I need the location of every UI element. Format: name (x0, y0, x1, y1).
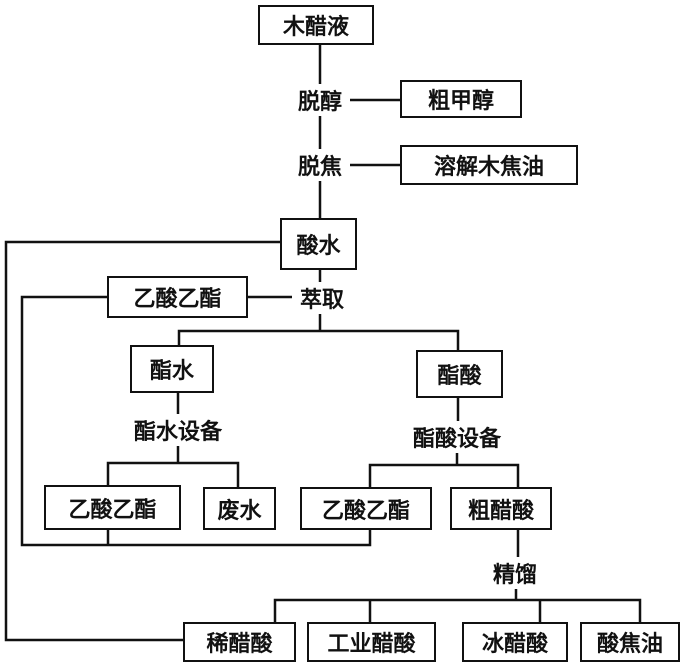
node-crude-methanol: 粗甲醇 (400, 80, 522, 118)
node-dilute-acetic-acid: 稀醋酸 (183, 622, 296, 662)
node-ethyl-acetate-1: 乙酸乙酯 (107, 276, 248, 318)
step-extraction: 萃取 (297, 282, 347, 314)
node-waste-water: 废水 (203, 487, 276, 530)
node-acid-tar: 酸焦油 (580, 622, 680, 662)
recycle-ethyl (20, 295, 372, 547)
node-ester-acid: 酯酸 (416, 350, 503, 398)
step-ester-acid-equipment: 酯酸设备 (410, 421, 504, 453)
line-ester-water-eq (106, 393, 240, 487)
node-crude-acetic-acid: 粗醋酸 (450, 487, 552, 530)
line-crude-rect (273, 530, 642, 622)
node-ethyl-acetate-2: 乙酸乙酯 (44, 485, 181, 530)
step-dealcohol: 脱醇 (295, 84, 345, 116)
node-industrial-acetic-acid: 工业醋酸 (307, 622, 436, 662)
node-ester-water: 酯水 (130, 345, 214, 393)
step-detar: 脱焦 (295, 149, 345, 181)
node-glacial-acetic-acid: 冰醋酸 (462, 622, 568, 662)
step-rectification: 精馏 (490, 557, 540, 589)
recycle-acid-water (4, 240, 280, 642)
split-extraction (177, 312, 460, 350)
node-acid-water: 酸水 (280, 218, 357, 270)
node-ethyl-acetate-3: 乙酸乙酯 (300, 487, 432, 530)
step-ester-water-equipment: 酯水设备 (131, 414, 225, 446)
node-wood-vinegar: 木醋液 (258, 5, 374, 45)
node-dissolved-tar: 溶解木焦油 (400, 145, 578, 185)
